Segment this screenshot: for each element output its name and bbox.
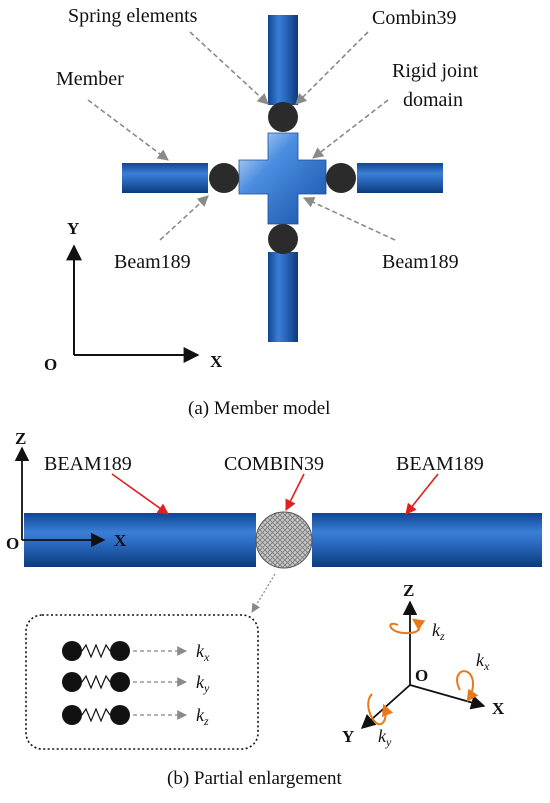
kz3d-sub: z xyxy=(439,629,445,643)
svg-text:ky: ky xyxy=(196,672,210,695)
svg-text:kz: kz xyxy=(432,620,445,643)
ky3d-sub: y xyxy=(385,735,392,749)
moment-kx xyxy=(456,670,479,702)
svg-text:kx: kx xyxy=(196,641,210,664)
axis3d-z-label: Z xyxy=(403,581,414,600)
member-left xyxy=(122,163,208,193)
moment-kz xyxy=(389,618,426,635)
label-beam189-right: Beam189 xyxy=(382,251,459,273)
axes-3d: Z X Y O kz kx ky xyxy=(342,581,505,749)
spring-node-top xyxy=(268,102,298,132)
axis-x-label-b: X xyxy=(114,531,127,550)
spring-node-left xyxy=(209,163,239,193)
panel-a: Spring elements Combin39 Rigid joint dom… xyxy=(44,5,479,419)
kz-sym: k xyxy=(196,705,205,725)
axis-origin-a: O xyxy=(44,355,57,374)
label-combin39: Combin39 xyxy=(372,7,456,29)
arrow-combin xyxy=(285,473,305,512)
spring-row-z: kz xyxy=(62,705,209,728)
spring-row-y: ky xyxy=(62,672,210,695)
caption-b: (b) Partial enlargement xyxy=(167,768,343,789)
spring-node-bottom xyxy=(268,224,298,254)
spring-node-right xyxy=(326,163,356,193)
beam-right xyxy=(312,513,542,567)
enlargement-box xyxy=(25,614,259,750)
arrow-beam-left xyxy=(111,473,169,515)
svg-text:ky: ky xyxy=(378,726,392,749)
spring-row-x: kx xyxy=(62,641,210,664)
svg-text:kz: kz xyxy=(196,705,209,728)
svg-text:kx: kx xyxy=(476,650,490,673)
kx-sub: x xyxy=(203,650,210,664)
member-top xyxy=(268,15,298,105)
axis-x-label-a: X xyxy=(210,352,223,371)
arrow-combin39 xyxy=(295,31,369,105)
member-bottom xyxy=(268,252,298,342)
enlargement-pointer xyxy=(251,573,276,613)
panel-b: BEAM189 COMBIN39 BEAM189 Z X O kx ky xyxy=(6,429,542,789)
axis3d-x xyxy=(409,684,486,710)
arrow-member xyxy=(87,99,169,161)
member-right xyxy=(357,163,443,193)
label-rigid-joint-2: domain xyxy=(403,89,463,111)
axis-z-label-b: Z xyxy=(15,429,26,448)
kx-sym: k xyxy=(196,641,205,661)
axis3d-x-label: X xyxy=(492,699,505,718)
label-spring-elements: Spring elements xyxy=(68,5,198,27)
label-beam189-left: Beam189 xyxy=(114,251,191,273)
arrow-beam189-left xyxy=(159,195,209,241)
ky-sym: k xyxy=(196,672,205,692)
ky-sub: y xyxy=(203,681,210,695)
kz3d-sym: k xyxy=(432,620,441,640)
axis-origin-b: O xyxy=(6,534,19,553)
arrow-beam-right xyxy=(405,473,439,515)
rigid-joint-domain xyxy=(238,132,327,225)
label-member: Member xyxy=(56,68,124,90)
caption-a: (a) Member model xyxy=(188,398,330,419)
axis3d-origin: O xyxy=(415,666,428,685)
kx3d-sym: k xyxy=(476,650,485,670)
label-beam-left: BEAM189 xyxy=(44,453,132,475)
axis3d-y-label: Y xyxy=(342,727,354,746)
label-beam-right: BEAM189 xyxy=(396,453,484,475)
kz-sub: z xyxy=(203,714,209,728)
ky3d-sym: k xyxy=(378,726,387,746)
combin39-node xyxy=(255,511,313,569)
arrow-spring-elements xyxy=(189,31,269,105)
arrow-beam189-right xyxy=(302,197,396,241)
label-combin: COMBIN39 xyxy=(224,453,324,475)
axis-y-label-a: Y xyxy=(67,219,79,238)
moment-ky xyxy=(367,693,394,726)
kx3d-sub: x xyxy=(483,659,490,673)
label-rigid-joint-1: Rigid joint xyxy=(392,60,479,82)
arrow-rigid-joint xyxy=(312,99,389,159)
